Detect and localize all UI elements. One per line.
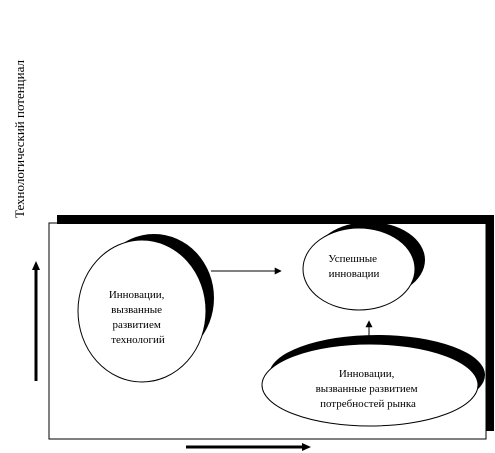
x-axis-arrow xyxy=(186,443,311,451)
frame-shadow xyxy=(57,215,494,431)
y-axis-arrow xyxy=(32,261,40,381)
node-technology-label: Инновации, вызванные развитием технологи… xyxy=(109,289,167,346)
node-success-ellipse xyxy=(302,227,416,311)
node-market-ellipse xyxy=(261,343,479,427)
y-axis-label: Технологический потенциал xyxy=(12,60,27,218)
node-market: Инновации, вызванные развитием потребнос… xyxy=(261,335,485,427)
diagram-frame xyxy=(48,222,487,440)
node-market-label: Инновации, вызванные развитием потребнос… xyxy=(316,368,421,410)
node-success: Успешные инновации xyxy=(302,222,425,311)
node-success-label: Успешные инновации xyxy=(328,253,380,280)
node-technology: Инновации, вызванные развитием технологи… xyxy=(77,234,214,383)
node-technology-ellipse xyxy=(77,239,207,383)
